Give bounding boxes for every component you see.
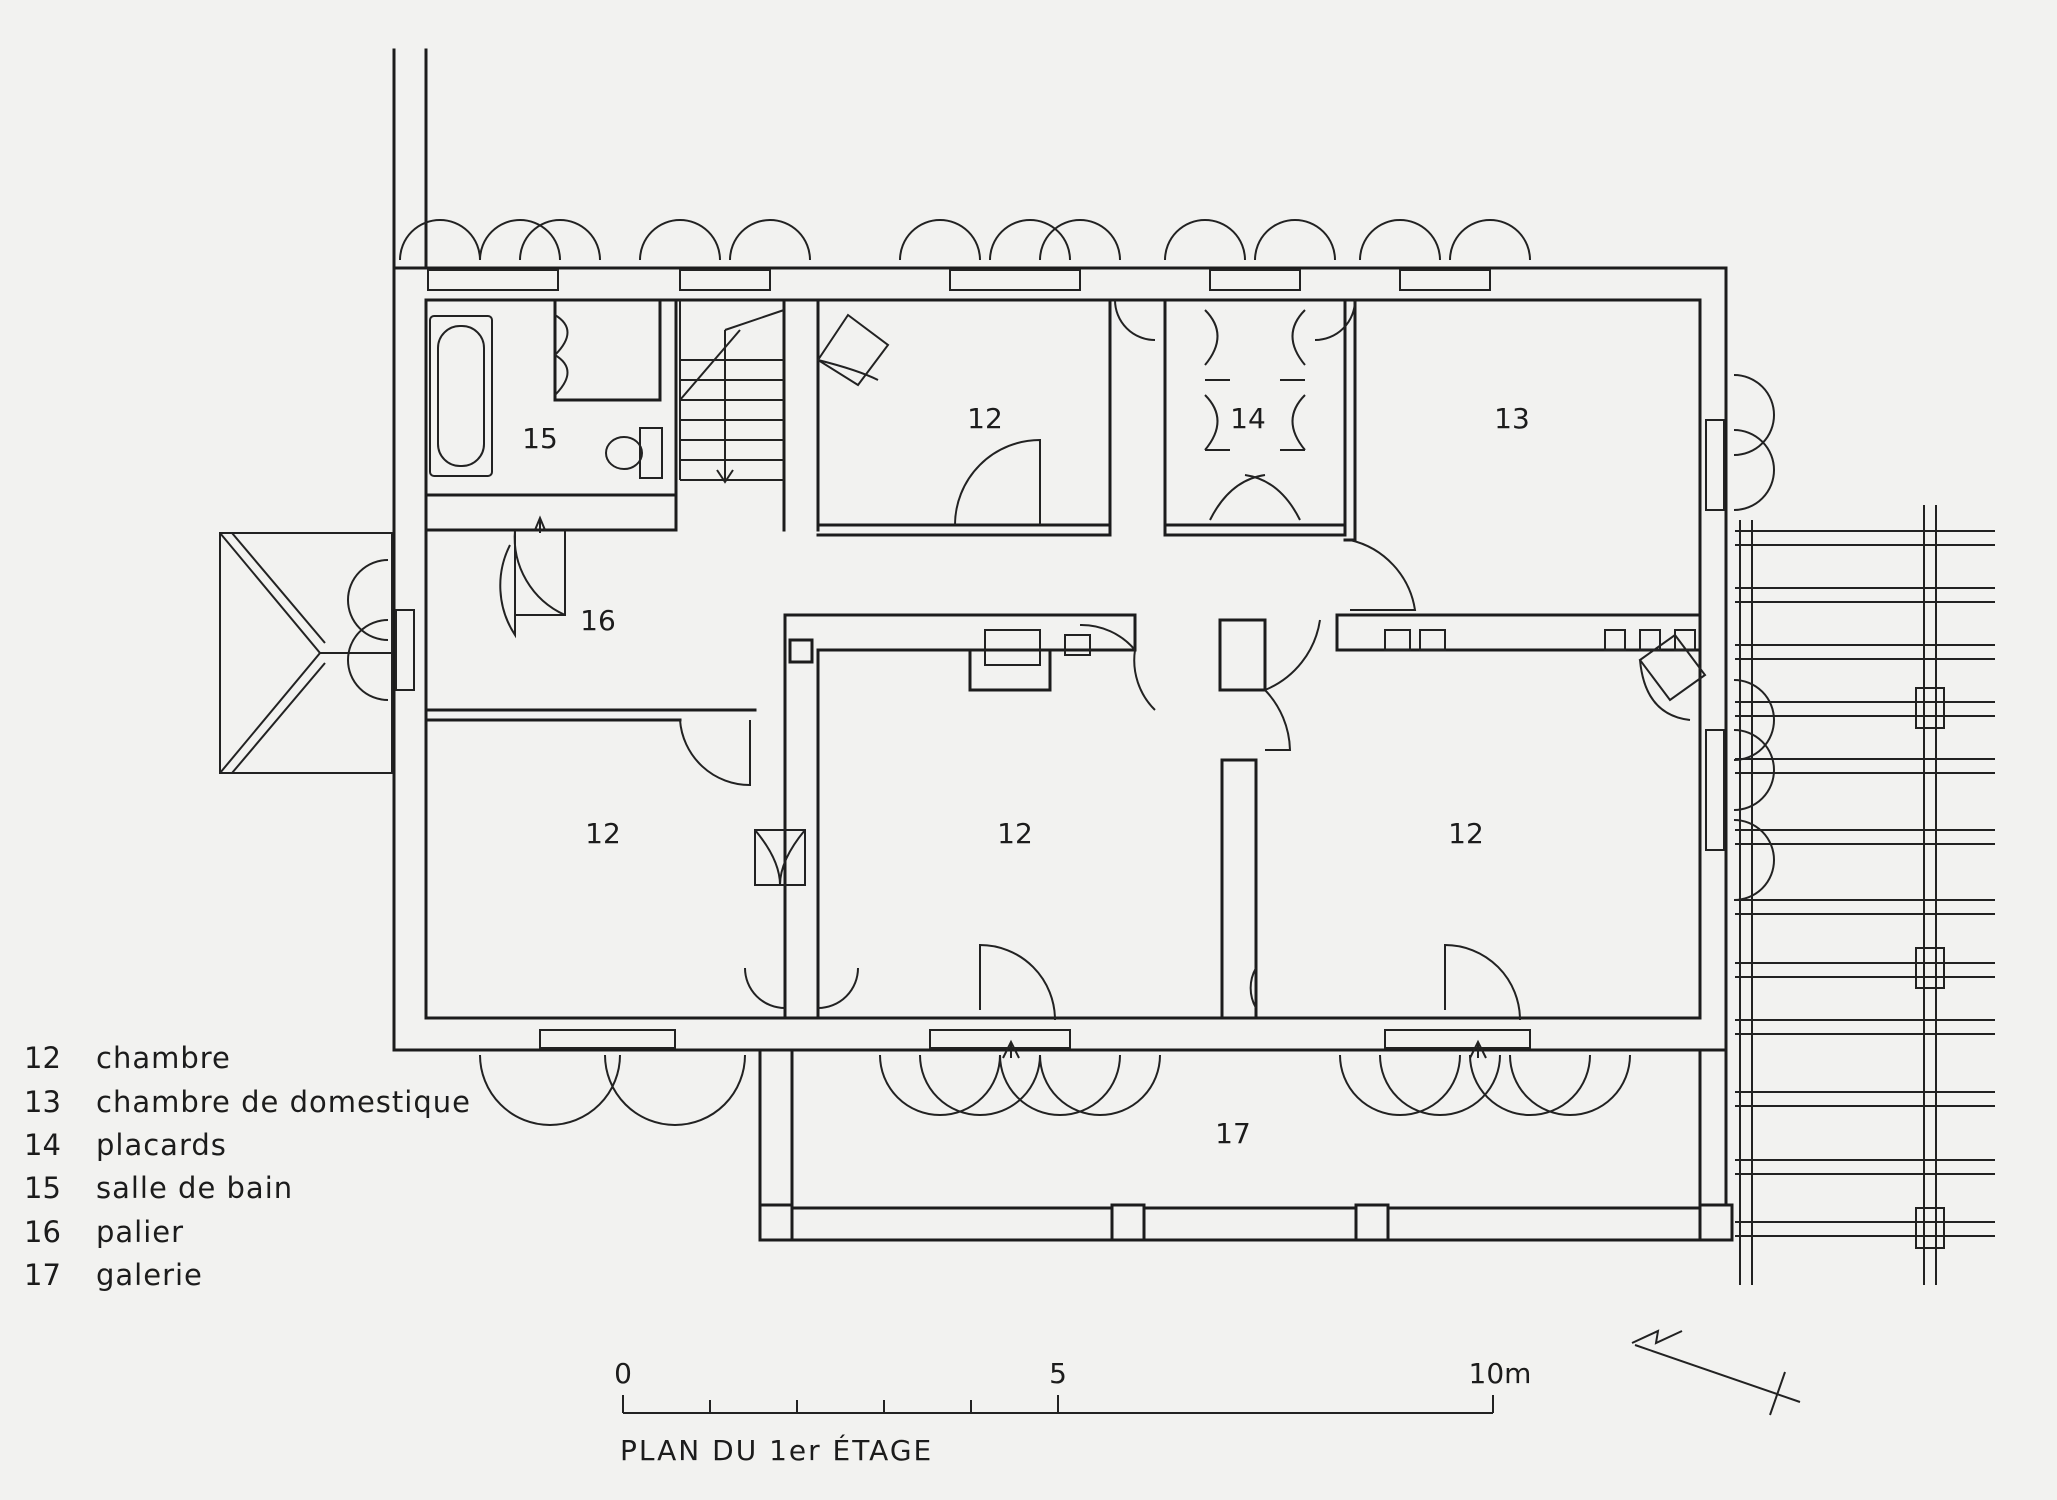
room-label-gallery: 17 [1215, 1117, 1251, 1150]
scale-bar: 0 5 10m [614, 1357, 1532, 1414]
plan-title: PLAN DU 1er ÉTAGE [620, 1433, 933, 1467]
room-label-bedroom-left: 12 [585, 817, 621, 850]
north-shutters [399, 219, 1531, 341]
legend-label: salle de bain [96, 1171, 293, 1205]
middle-bedroom-fittings [788, 629, 1696, 692]
closet-doors [1204, 309, 1306, 521]
legend-label: galerie [96, 1258, 203, 1292]
legend-label: palier [96, 1215, 184, 1249]
entry-canopy [219, 532, 393, 774]
bathtub [429, 315, 493, 477]
stair [679, 300, 785, 484]
scale-label-five: 5 [1049, 1357, 1067, 1390]
pergola [1735, 505, 1995, 1285]
legend-number: 16 [24, 1215, 61, 1249]
interior-walls [424, 298, 1702, 1020]
north-arrow-icon [1631, 1329, 1801, 1416]
legend: 12 chambre 13 chambre de domestique 14 p… [24, 1041, 471, 1292]
room-label-landing: 16 [580, 604, 616, 637]
west-shutters [347, 515, 546, 701]
toilet [605, 427, 663, 479]
room-label-bedroom-middle: 12 [997, 817, 1033, 850]
room-labels: 12 14 13 15 16 12 12 12 17 [522, 402, 1530, 1150]
legend-label: placards [96, 1128, 227, 1162]
room-label-servant-room: 13 [1494, 402, 1530, 435]
room-label-bedroom-right: 12 [1448, 817, 1484, 850]
room-label-bathroom: 15 [522, 422, 558, 455]
outer-walls [392, 48, 1728, 1052]
legend-number: 14 [24, 1128, 61, 1162]
legend-number: 15 [24, 1171, 61, 1205]
room-label-closets: 14 [1230, 402, 1266, 435]
legend-number: 17 [24, 1258, 61, 1292]
east-shutters [1705, 374, 1775, 901]
room-label-bedroom-top: 12 [967, 402, 1003, 435]
legend-number: 13 [24, 1085, 61, 1119]
legend-label: chambre de domestique [96, 1085, 471, 1119]
gallery-structure [758, 1048, 1734, 1242]
legend-number: 12 [24, 1041, 61, 1075]
legend-label: chambre [96, 1041, 231, 1075]
cupboard [553, 298, 662, 402]
scale-label-ten: 10m [1469, 1357, 1532, 1390]
scale-label-zero: 0 [614, 1357, 632, 1390]
south-shutters [479, 1029, 1631, 1126]
